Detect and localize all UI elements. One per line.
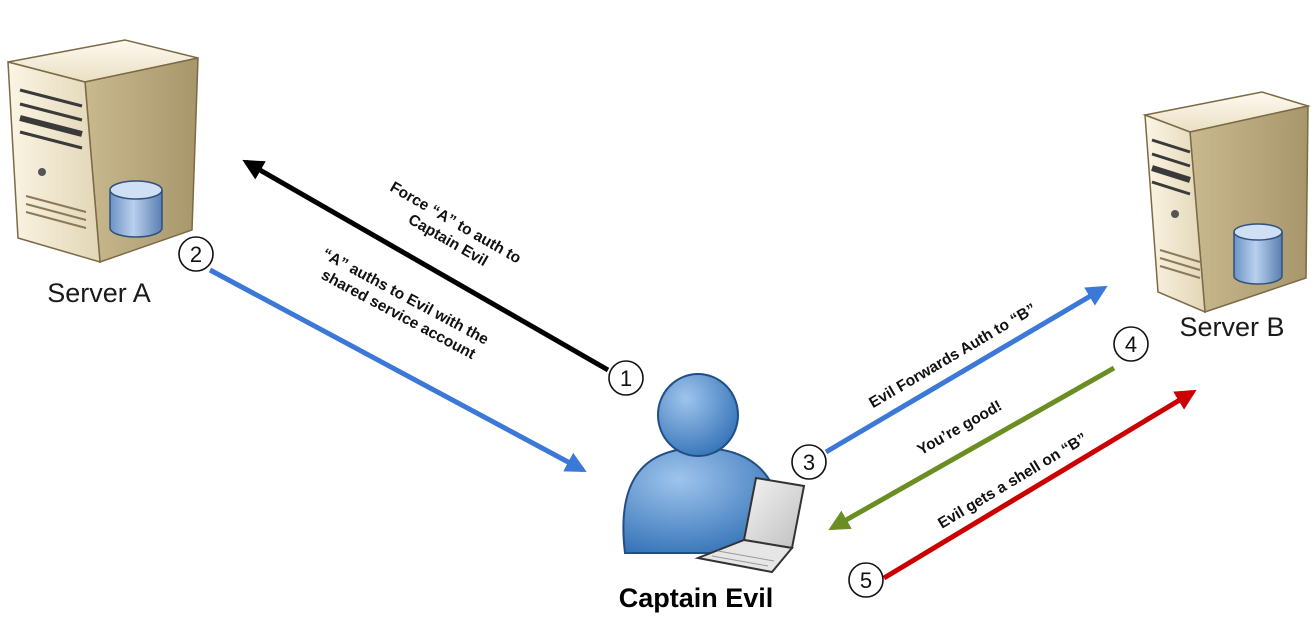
step-2-text: “A” auths to Evil with the shared servic… [310, 246, 495, 368]
server-icon [1142, 91, 1311, 314]
step-4-text: You’re good! [915, 397, 1006, 458]
arrow-step-1 [242, 159, 610, 373]
arrow-step-4 [828, 365, 1116, 531]
step-5-text: Evil gets a shell on “B” [935, 430, 1090, 532]
laptop-icon [694, 476, 806, 574]
step-3-number: 3 [803, 450, 815, 475]
step-5-number: 5 [860, 568, 872, 593]
step-1-number: 1 [620, 366, 632, 391]
step-4-text-line: You’re good! [915, 397, 1006, 458]
server-b: Server B [1142, 91, 1311, 342]
step-3-text: Evil Forwards Auth to “B” [866, 300, 1039, 411]
step-3-text-line: Evil Forwards Auth to “B” [866, 300, 1039, 411]
server-a: Server A [7, 39, 199, 308]
arrow-step-5 [882, 389, 1197, 581]
server-a-label: Server A [47, 278, 151, 308]
step-2-badge: 2 [178, 236, 214, 272]
step-1-text: Force “A” to auth to Captain Evil [377, 179, 527, 286]
captain-evil-label: Captain Evil [619, 583, 774, 613]
arrow-step-2 [208, 267, 587, 473]
user-icon [622, 373, 784, 554]
server-icon [7, 39, 199, 264]
step-1-badge: 1 [608, 360, 644, 396]
step-3-badge: 3 [791, 444, 827, 480]
step-2-number: 2 [190, 242, 202, 267]
step-2-text-line: “A” auths to Evil with the [319, 246, 491, 349]
database-icon [109, 180, 163, 238]
captain-evil: Captain Evil [619, 373, 806, 613]
step-5-badge: 5 [848, 562, 884, 598]
step-5-text-line: Evil gets a shell on “B” [935, 430, 1090, 532]
step-4-badge: 4 [1113, 326, 1149, 362]
arrow-step-3 [824, 285, 1108, 455]
server-b-label: Server B [1179, 312, 1284, 342]
database-icon [1233, 223, 1283, 285]
step-4-number: 4 [1125, 332, 1137, 357]
